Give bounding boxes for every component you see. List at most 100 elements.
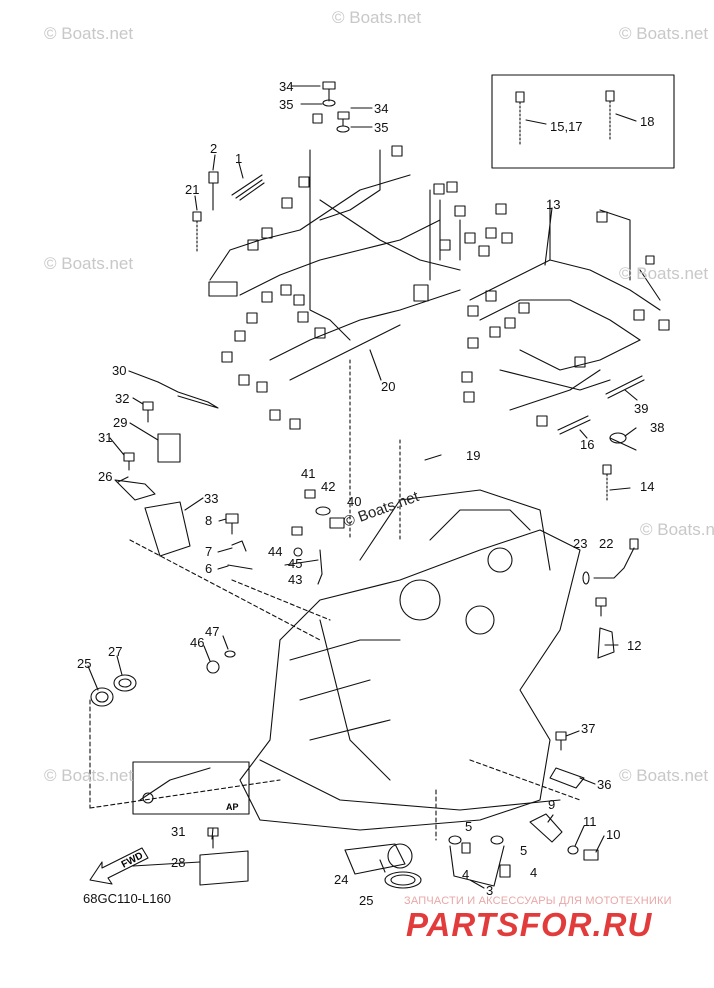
bolt-34-top [322, 81, 336, 107]
bolt-34-second [336, 111, 350, 133]
callout-33: 33 [204, 491, 219, 506]
inset-box [491, 74, 675, 169]
engine-block [239, 359, 581, 831]
washer-42 [315, 506, 331, 516]
bolt-top-right [595, 597, 607, 617]
callout-43: 43 [288, 572, 303, 587]
callout-22: 22 [599, 536, 614, 551]
clamp-38 [609, 432, 637, 451]
nut-45 [293, 547, 303, 557]
callout-36: 36 [597, 777, 612, 792]
grommet-27 [113, 674, 137, 692]
callout-45: 45 [288, 556, 303, 571]
seal-25-left [90, 687, 114, 707]
cable-43 [317, 549, 323, 585]
callout-34: 34 [279, 79, 294, 94]
callout-23: 23 [573, 536, 588, 551]
watermark: © Boats.net [332, 8, 422, 27]
callout-35: 35 [374, 120, 389, 135]
clip-40 [329, 517, 345, 529]
cable-tie-18 [605, 90, 637, 142]
wire-harness-13 [461, 199, 670, 427]
wire-harness-20 [208, 113, 490, 430]
bolt-44 [291, 526, 303, 536]
bolt-32 [142, 401, 154, 423]
callout-38: 38 [650, 420, 665, 435]
callout-25: 25 [77, 656, 92, 671]
diagram-code: 68GC110-L160 [83, 891, 171, 906]
callout-25: 25 [359, 893, 374, 908]
callout-24: 24 [334, 872, 349, 887]
bolt-37 [555, 731, 567, 751]
callout-28: 28 [171, 855, 186, 870]
callout-14: 14 [640, 479, 655, 494]
callout-4: 4 [462, 867, 470, 882]
watermark: © Boats.net [44, 24, 134, 43]
shop-banner-logo[interactable]: PARTSFOR.RU [406, 906, 653, 943]
bolt-41 [304, 489, 316, 499]
watermark: © Boats.net [619, 24, 709, 43]
callout-5: 5 [520, 843, 528, 858]
cable-ap [139, 767, 211, 804]
callout-37: 37 [581, 721, 596, 736]
callout-9: 9 [548, 797, 556, 812]
o-ring-23 [582, 571, 590, 585]
fwd-arrow [89, 847, 149, 885]
lead-12 [597, 627, 615, 659]
callout-42: 42 [321, 479, 336, 494]
callout-27: 27 [108, 644, 123, 659]
callout-20: 20 [381, 379, 396, 394]
callout-31: 31 [171, 824, 186, 839]
callout-16: 16 [580, 437, 595, 452]
callout-41: 41 [301, 466, 316, 481]
washer-5b [490, 835, 504, 845]
callout-47: 47 [205, 624, 220, 639]
bolt-8 [225, 513, 239, 535]
callout-2: 2 [210, 141, 218, 156]
callout-30: 30 [112, 363, 127, 378]
tie-14 [602, 464, 612, 503]
routing-lines [89, 539, 581, 841]
watermark: © Boats.net [44, 766, 134, 785]
ground-lead-3 [449, 845, 505, 887]
callout-12: 12 [627, 638, 642, 653]
callout-19: 19 [466, 448, 481, 463]
callout-8: 8 [205, 513, 213, 528]
callout-7: 7 [205, 544, 213, 559]
watermark: © Boats.net [619, 264, 709, 283]
watermark: © Boats.net [619, 766, 709, 785]
spring-39 [605, 375, 645, 399]
sensor-9 [529, 813, 563, 843]
part-2 [208, 171, 219, 211]
callout-35: 35 [279, 97, 294, 112]
callout-46: 46 [190, 635, 205, 650]
callout-18: 18 [640, 114, 655, 129]
callout-44: 44 [268, 544, 283, 559]
watermark: © Boats.net [640, 520, 714, 539]
callout-3: 3 [486, 883, 494, 898]
sensor-22 [593, 538, 639, 579]
bolt-4b [499, 864, 511, 878]
callout-5: 5 [465, 819, 473, 834]
callout-34: 34 [374, 101, 389, 116]
callout-4: 4 [530, 865, 538, 880]
cover-33 [144, 501, 191, 557]
watermark: © Boats.net [44, 254, 134, 273]
grommet-24 [344, 843, 413, 875]
callout-11: 11 [583, 814, 597, 829]
spring-16 [557, 415, 591, 435]
callout-15-17: 15,17 [550, 119, 583, 134]
callout-26: 26 [98, 469, 113, 484]
callout-31: 31 [98, 430, 113, 445]
callout-6: 6 [205, 561, 213, 576]
plate-36 [549, 767, 585, 789]
bolt-31 [123, 452, 135, 471]
callout-13: 13 [546, 197, 561, 212]
callout-32: 32 [115, 391, 130, 406]
nut-46 [206, 660, 220, 674]
bracket-26 [114, 479, 156, 501]
ap-box [132, 761, 250, 815]
clip-7 [231, 540, 247, 552]
leader-lines [87, 207, 638, 889]
